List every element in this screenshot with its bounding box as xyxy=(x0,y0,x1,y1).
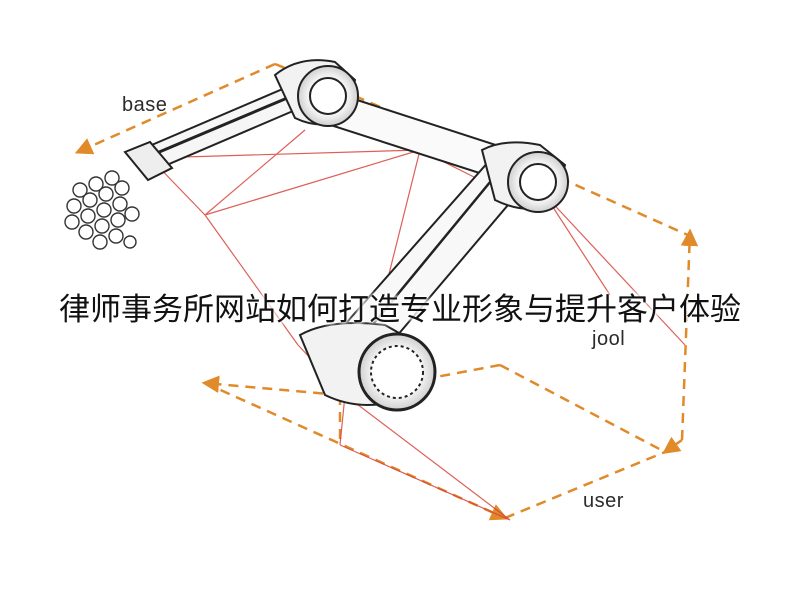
lower-joint xyxy=(298,321,437,412)
gripper xyxy=(64,170,140,250)
projection-lines xyxy=(149,129,686,521)
label-tool: jool xyxy=(592,328,626,350)
elbow-joint xyxy=(480,141,569,213)
robot-arm xyxy=(64,59,569,412)
label-user: user xyxy=(583,490,624,512)
headline-overlay: 律师事务所网站如何打造专业形象与提升客户体验 xyxy=(59,292,741,328)
wrist xyxy=(123,140,174,182)
base-joint xyxy=(273,59,359,127)
label-base: base xyxy=(122,94,168,116)
